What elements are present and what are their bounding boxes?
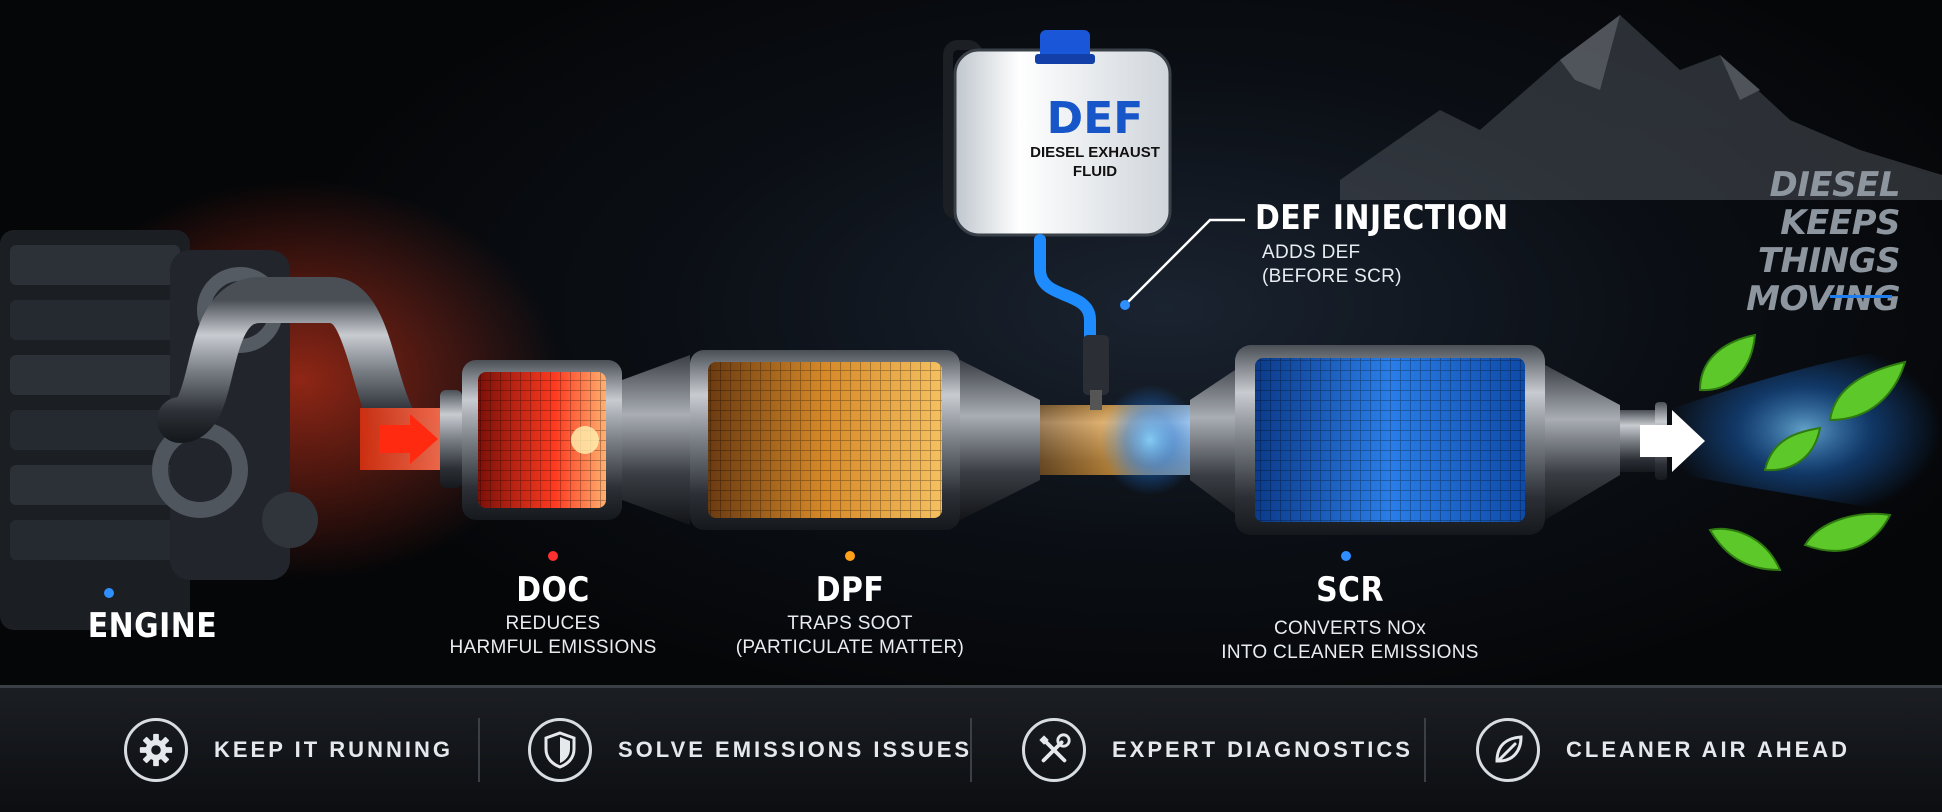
feature-label: EXPERT DIAGNOSTICS [1112, 737, 1413, 762]
feature-divider [970, 718, 972, 782]
scr-title: SCR [1316, 570, 1384, 610]
scr-marker-dot [1341, 551, 1351, 561]
feature-bar: KEEP IT RUNNING SOLVE EMISSIONS ISSUES E… [0, 685, 1942, 812]
def-tank-title: DEF [1046, 93, 1144, 144]
mountain-silhouette [1340, 15, 1942, 200]
slogan: DIESEL KEEPS THINGS MOVING [1746, 165, 1900, 319]
feature-divider [1424, 718, 1426, 782]
doc-description: REDUCES HARMFUL EMISSIONS [449, 613, 657, 658]
dpf-canister [690, 350, 960, 530]
scr-canister [1235, 345, 1545, 535]
gear-icon [124, 718, 188, 782]
dpf-description: TRAPS SOOT (PARTICULATE MATTER) [735, 613, 965, 658]
def-injection-description: ADDS DEF (BEFORE SCR) [1262, 242, 1402, 287]
def-tank-subtitle: DIESEL EXHAUST FLUID [1030, 144, 1160, 180]
dpf-title: DPF [815, 570, 885, 610]
def-tank [943, 30, 1172, 410]
emissions-diagram: DEF DIESEL EXHAUST FLUID ENGINE DOC REDU… [0, 0, 1942, 685]
doc-marker-dot [548, 551, 558, 561]
def-tank-label: DEF DIESEL EXHAUST FLUID [1020, 95, 1170, 181]
leaf-icon [1476, 718, 1540, 782]
doc-title: DOC [516, 570, 590, 610]
feature-cleaner-air: CLEANER AIR AHEAD [1476, 715, 1850, 785]
wrench-screwdriver-icon [1022, 718, 1086, 782]
dpf-marker-dot [845, 551, 855, 561]
shield-icon [528, 718, 592, 782]
feature-label: KEEP IT RUNNING [214, 737, 453, 762]
doc-canister [440, 360, 622, 520]
def-injection-title: DEF INJECTION [1255, 198, 1509, 238]
leaf-decorations [1698, 333, 1907, 572]
feature-solve-emissions: SOLVE EMISSIONS ISSUES [528, 715, 972, 785]
feature-label: CLEANER AIR AHEAD [1566, 737, 1851, 762]
scr-description: CONVERTS NOx INTO CLEANER EMISSIONS [1221, 618, 1479, 663]
engine-marker-dot [104, 588, 114, 598]
engine-block [0, 230, 318, 630]
exhaust-system-illustration [0, 15, 1942, 630]
def-injection-marker-dot [1120, 300, 1130, 310]
feature-expert-diagnostics: EXPERT DIAGNOSTICS [1022, 715, 1413, 785]
feature-divider [478, 718, 480, 782]
feature-label: SOLVE EMISSIONS ISSUES [618, 737, 973, 762]
feature-keep-it-running: KEEP IT RUNNING [124, 715, 453, 785]
slogan-accent-bar [1830, 295, 1892, 298]
engine-label: ENGINE [87, 606, 218, 646]
